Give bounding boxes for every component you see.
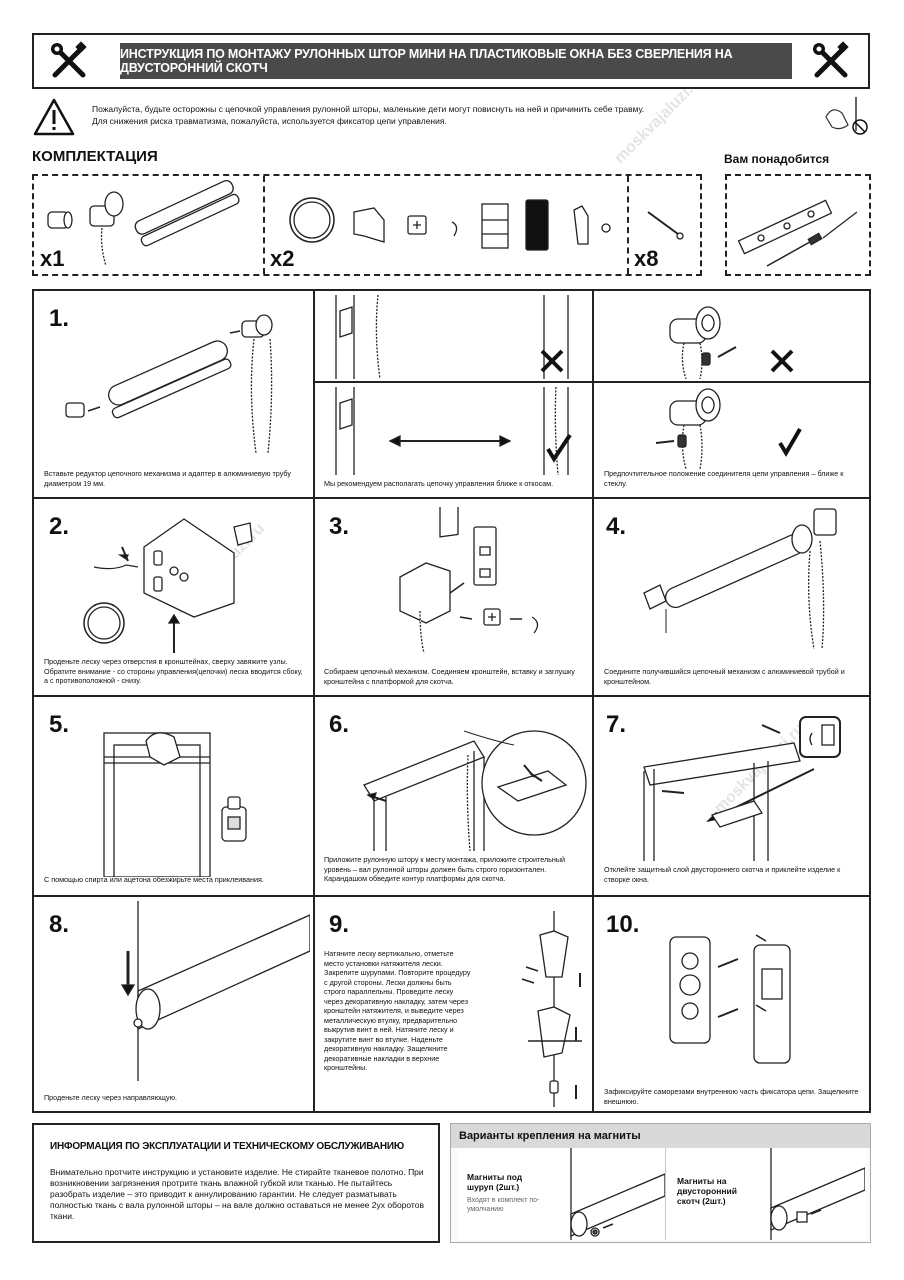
warning-line-2: Для снижения риска травматизма, пожалуйс… [92,116,447,126]
kit-qty-1: x1 [40,246,65,271]
warning-text: Пожалуйста, будьте осторожны с цепочкой … [92,103,732,127]
magnet-option-tape-title: Магниты на двусторонний скотч (2шт.) [677,1176,737,1206]
magnet-option-screw-title: Магниты под шуруп (2шт.) [467,1172,523,1192]
magnet-tape-illustration [770,1148,865,1240]
kit-parts-illustration [47,179,684,267]
kit-box: x1 x2 x8 [32,174,702,276]
step-5-caption: С помощью спирта или ацетона обезжирьте … [44,875,264,884]
step-4-illustration [643,508,837,650]
magnet-option-tape: Магниты на двусторонний скотч (2шт.) [667,1148,866,1240]
magnet-option-screw: Магниты под шуруп (2шт.) Входят в компле… [457,1148,666,1240]
warning-icon [32,97,76,137]
step-1c-caption: Предпочтительное положение соединителя ц… [604,469,844,488]
maintenance-info-box: ИНФОРМАЦИЯ ПО ЭКСПЛУАТАЦИИ И ТЕХНИЧЕСКОМ… [32,1123,440,1243]
step-2-illustration [83,518,253,653]
step-1-caption: Вставьте редуктор цепочного механизма и … [44,469,291,488]
header-banner: ИНСТРУКЦИЯ ПО МОНТАЖУ РУЛОННЫХ ШТОР МИНИ… [32,33,870,89]
step-10-number: 10. [606,911,640,938]
step-6-caption: Приложите рулонную штору к месту монтажа… [324,855,566,883]
connector-right-illustration [655,388,802,469]
chain-far-illustration [335,295,569,379]
step-10-caption: Зафиксируйте саморезами внутреннюю часть… [604,1087,859,1106]
step-10-illustration [669,934,791,1064]
step-1b-caption: Мы рекомендуем располагать цепочку управ… [324,479,554,488]
step-8-caption: Проденьте леску через направляющую. [44,1093,177,1102]
kit-qty-2: x2 [270,246,295,271]
kit-qty-3: x8 [634,246,659,271]
step-5-illustration [103,732,247,877]
magnet-options-box: Варианты крепления на магниты Магниты по… [450,1123,871,1243]
step-3-caption: Собираем цепочный механизм. Соединяем кр… [324,667,575,686]
step-9-caption: Натяните леску вертикально, отметьте мес… [324,949,471,1072]
need-title: Вам понадобится [724,152,830,166]
chain-near-illustration [335,387,572,476]
step-6-number: 6. [329,711,350,738]
step-6-illustration [363,730,587,851]
magnet-screw-illustration [570,1148,665,1240]
step-1-illustration [65,314,273,454]
step-7-caption: Отклейте защитный слой двустороннего ско… [604,865,841,884]
tools-icon [802,35,860,87]
step-4-number: 4. [606,513,627,540]
level-and-screwdriver-illustration [737,199,858,267]
step-5-number: 5. [49,711,70,738]
magnet-option-screw-note: Входят в комплект по-умолчанию [467,1197,540,1213]
tools-needed-box [725,174,871,276]
info-title: ИНФОРМАЦИЯ ПО ЭКСПЛУАТАЦИИ И ТЕХНИЧЕСКОМ… [50,1141,404,1152]
steps-grid: 1. Вставьте редуктор цепочного механизма… [32,289,871,1113]
step-7-number: 7. [606,711,627,738]
warning-line-1: Пожалуйста, будьте осторожны с цепочкой … [92,104,645,114]
kit-title: КОМПЛЕКТАЦИЯ [32,148,158,165]
step-8-illustration [120,901,310,1081]
header-title: ИНСТРУКЦИЯ ПО МОНТАЖУ РУЛОННЫХ ШТОР МИНИ… [120,43,792,79]
step-9-illustration [521,911,582,1107]
step-9-number: 9. [329,911,350,938]
step-7-illustration [643,716,841,861]
magnet-options-title: Варианты крепления на магниты [451,1124,870,1148]
step-3-illustration [399,507,539,654]
step-2-caption: Проденьте леску через отверстия в кроншт… [44,657,303,685]
connector-wrong-illustration [669,306,794,379]
info-text: Внимательно протчите инструкцию и устано… [50,1167,424,1221]
step-4-caption: Соедините получившийся цепочный механизм… [604,667,845,686]
tools-icon [40,35,98,87]
step-3-number: 3. [329,513,350,540]
step-2-number: 2. [49,513,70,540]
child-chain-icon [822,95,872,137]
step-8-number: 8. [49,911,70,938]
step-1-number: 1. [49,305,70,332]
